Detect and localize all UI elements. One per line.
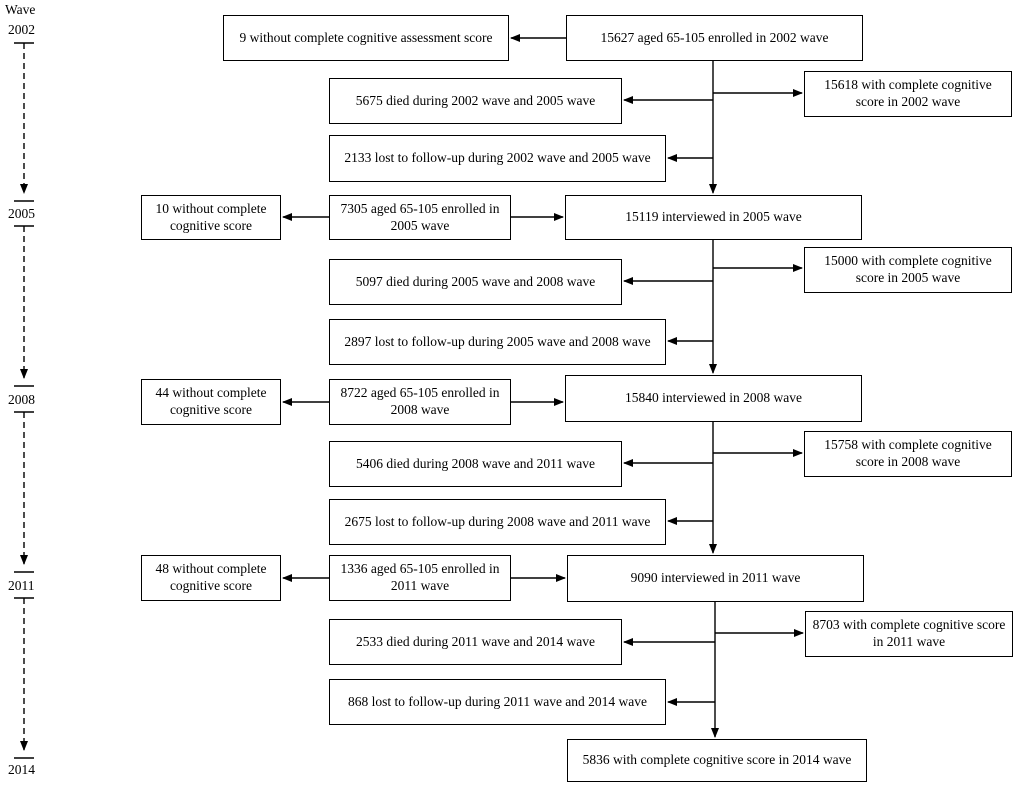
- box-excluded-2008: 44 without complete cognitive score: [141, 379, 281, 425]
- box-complete-2005: 15000 with complete cognitive score in 2…: [804, 247, 1012, 293]
- timeline-year-2011: 2011: [8, 578, 35, 593]
- timeline-year-2005: 2005: [8, 206, 35, 221]
- box-enrolled-2011: 1336 aged 65-105 enrolled in 2011 wave: [329, 555, 511, 601]
- box-lost-2005-2008: 2897 lost to follow-up during 2005 wave …: [329, 319, 666, 365]
- box-died-2008-2011: 5406 died during 2008 wave and 2011 wave: [329, 441, 622, 487]
- timeline-header: Wave: [5, 2, 36, 17]
- box-excluded-2005: 10 without complete cognitive score: [141, 195, 281, 240]
- box-complete-2008: 15758 with complete cognitive score in 2…: [804, 431, 1012, 477]
- box-died-2011-2014: 2533 died during 2011 wave and 2014 wave: [329, 619, 622, 665]
- box-enrolled-2008: 8722 aged 65-105 enrolled in 2008 wave: [329, 379, 511, 425]
- box-complete-2011: 8703 with complete cognitive score in 20…: [805, 611, 1013, 657]
- box-excluded-2002: 9 without complete cognitive assessment …: [223, 15, 509, 61]
- box-complete-2002: 15618 with complete cognitive score in 2…: [804, 71, 1012, 117]
- box-start-2002: 15627 aged 65-105 enrolled in 2002 wave: [566, 15, 863, 61]
- box-died-2002-2005: 5675 died during 2002 wave and 2005 wave: [329, 78, 622, 124]
- box-died-2005-2008: 5097 died during 2005 wave and 2008 wave: [329, 259, 622, 305]
- box-enrolled-2005: 7305 aged 65-105 enrolled in 2005 wave: [329, 195, 511, 240]
- box-interviewed-2011: 9090 interviewed in 2011 wave: [567, 555, 864, 602]
- box-lost-2011-2014: 868 lost to follow-up during 2011 wave a…: [329, 679, 666, 725]
- timeline-axis: [14, 42, 34, 759]
- timeline-year-2014: 2014: [8, 762, 35, 777]
- box-lost-2008-2011: 2675 lost to follow-up during 2008 wave …: [329, 499, 666, 545]
- box-lost-2002-2005: 2133 lost to follow-up during 2002 wave …: [329, 135, 666, 182]
- box-interviewed-2005: 15119 interviewed in 2005 wave: [565, 195, 862, 240]
- timeline-year-2008: 2008: [8, 392, 35, 407]
- timeline-year-2002: 2002: [8, 22, 35, 37]
- box-excluded-2011: 48 without complete cognitive score: [141, 555, 281, 601]
- box-final-2014: 5836 with complete cognitive score in 20…: [567, 739, 867, 782]
- box-interviewed-2008: 15840 interviewed in 2008 wave: [565, 375, 862, 422]
